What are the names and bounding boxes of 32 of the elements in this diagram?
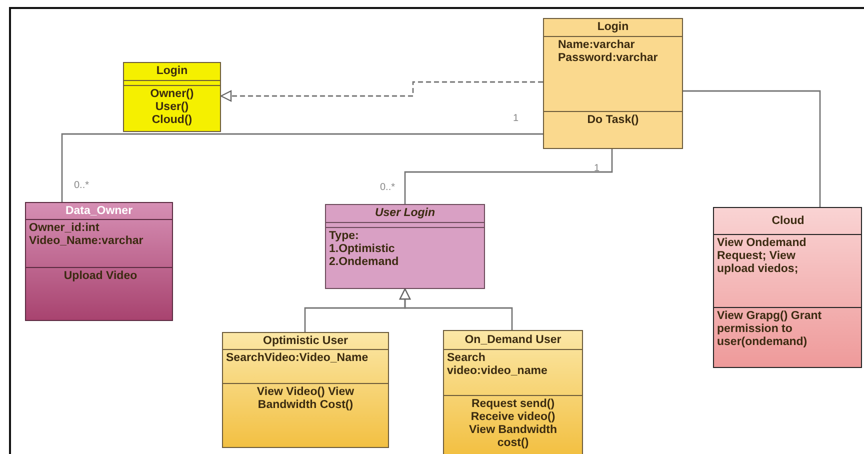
multiplicity-label: 0..* [74,180,90,191]
class-name: Cloud [772,214,804,228]
class-name: Data_Owner [65,204,133,218]
class-name: On_Demand User [464,334,562,346]
method-list: View Grapg() Grant permission to user(ondemand) [717,310,852,349]
method-list: Type: 1.Optimistic 2.Ondemand [329,230,399,269]
realization-arrow [220,81,543,102]
method-list: View Video() View Bandwidth Cost() [230,386,380,412]
multiplicity-label: 1 [513,113,519,124]
class-name: Login [156,65,188,78]
class-box [25,202,173,321]
class-name: Optimistic User [263,334,348,348]
class-box [443,330,583,454]
multiplicity-label: 0..* [380,182,396,193]
class-box [543,18,683,149]
attribute-list: Owner_id:int Video_Name:varchar [29,222,144,248]
method-list: Do Task() [587,114,639,127]
class-box [222,332,389,448]
method-list: Request send() Receive video() View Bandwidth cost() [458,398,568,450]
method-list: Upload Video [64,270,138,283]
class-name: User Login [374,207,436,220]
multiplicity-label: 1 [594,163,600,174]
attribute-list: Name:varchar Password:varchar [558,39,658,65]
class-box [713,207,862,368]
class-box [123,62,221,132]
attribute-list: View Ondemand Request; View upload viedos; [717,237,821,276]
generalization-arrow [399,288,513,330]
class-name: Login [597,21,629,34]
attribute-list: Search video:video_name [447,352,548,378]
method-list: Owner() User() Cloud() [150,88,194,127]
class-box [325,204,485,289]
attribute-list: SearchVideo:Video_Name [226,352,368,365]
